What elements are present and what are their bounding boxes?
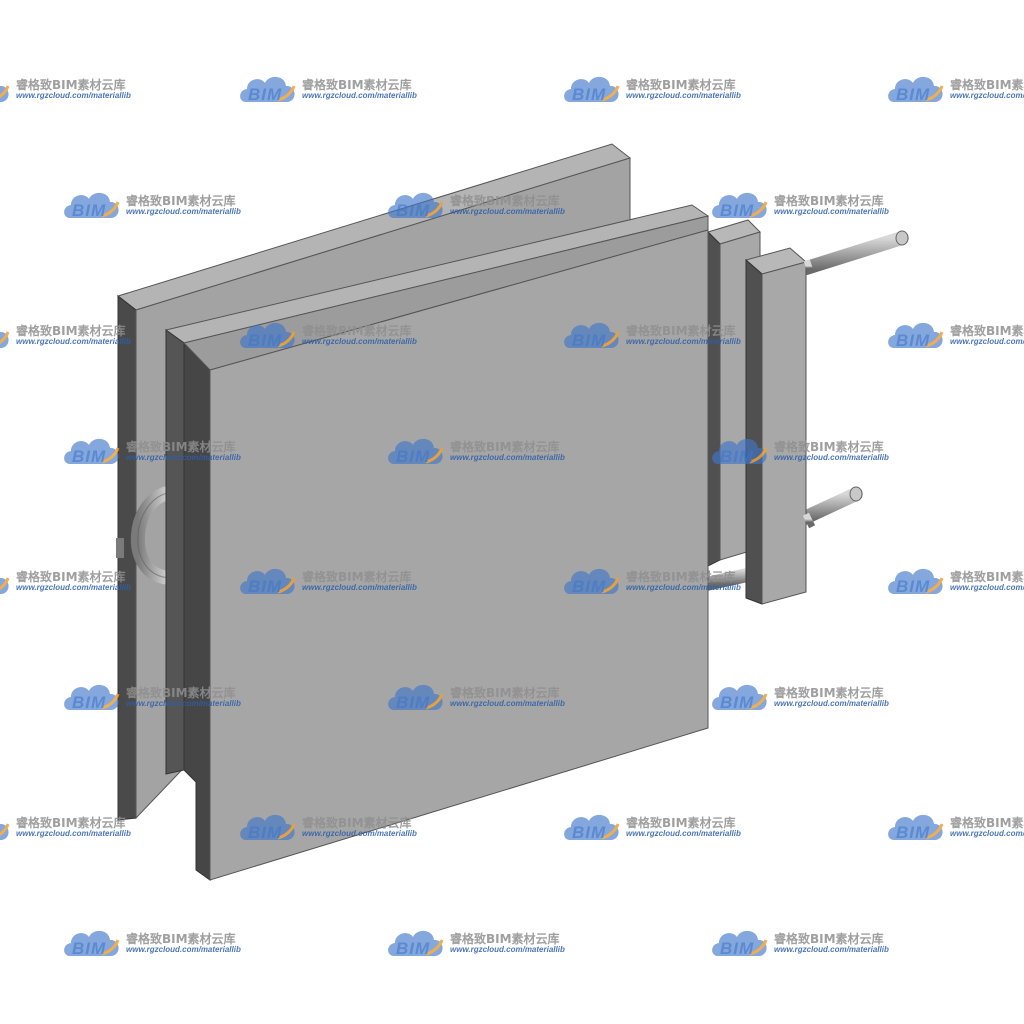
rod-end-cap-lower xyxy=(849,486,863,502)
rear-clamp-side xyxy=(707,230,721,567)
front-clamp-front xyxy=(761,261,807,605)
front-plate-left-step xyxy=(165,329,185,775)
front-plate-side xyxy=(183,341,211,881)
front-plate xyxy=(164,204,710,881)
u-hook-plate xyxy=(116,538,124,558)
rod-end-cap-upper xyxy=(895,230,909,246)
front-plate-face xyxy=(209,229,709,881)
rod-through-clamp-upper xyxy=(803,259,815,275)
front-clamp-bar xyxy=(744,247,816,605)
rod-through-clamp-lower xyxy=(802,512,816,529)
front-clamp-side xyxy=(745,258,763,605)
tie-rod-upper-extension xyxy=(793,231,909,277)
